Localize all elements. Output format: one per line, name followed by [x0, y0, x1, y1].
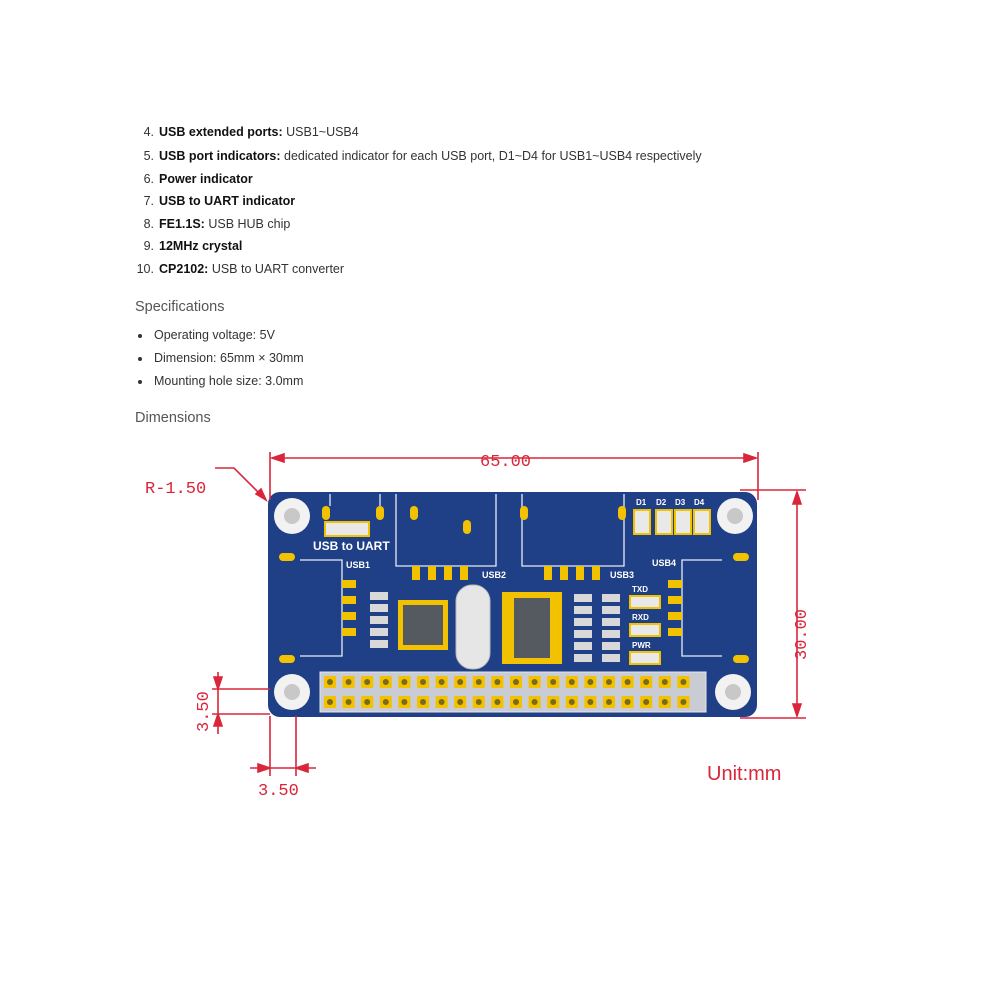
gpio-pin-hole — [345, 699, 352, 705]
gpio-pin-hole — [364, 679, 371, 685]
d4-label: D4 — [694, 498, 705, 507]
gpio-pin-hole — [680, 699, 687, 705]
feature-number: 8. — [143, 217, 154, 231]
feature-label: USB to UART indicator — [159, 194, 296, 208]
gpio-pin-hole — [661, 679, 668, 685]
gpio-pin-hole — [550, 679, 557, 685]
gpio-pin-hole — [401, 679, 408, 685]
gpio-pin-hole — [513, 679, 519, 685]
gpio-pin-hole — [550, 699, 557, 705]
usb-uart-label: USB to UART — [313, 539, 390, 553]
rxd-label: RXD — [632, 613, 649, 622]
gpio-pin-hole — [568, 679, 575, 685]
usb3-label: USB3 — [610, 570, 634, 580]
gpio-pin-hole — [420, 679, 426, 685]
feature-number: 7. — [143, 194, 154, 208]
usb1-label: USB1 — [346, 560, 370, 570]
gpio-pin-hole — [382, 699, 389, 705]
gpio-pin-hole — [475, 679, 482, 685]
feature-desc: USB to UART converter — [208, 262, 345, 276]
bullet-icon — [138, 334, 142, 338]
usb-pads — [342, 566, 682, 636]
pcb-board: USB to UART USB1 USB2 USB3 USB4 D1 D2 D3… — [268, 492, 757, 717]
feature-number: 10. — [136, 262, 154, 276]
crystal — [455, 584, 491, 670]
feature-label: USB port indicators: — [159, 149, 281, 163]
dimension-lines — [212, 452, 806, 776]
gpio-pin-hole — [661, 699, 668, 705]
gpio-pin-hole — [643, 699, 650, 705]
spec-text: Mounting hole size: 3.0mm — [154, 374, 304, 388]
bullet-icon — [138, 357, 142, 361]
height-dimension-label: 30.00 — [793, 609, 812, 660]
gpio-pin-hole — [587, 699, 594, 705]
txd-label: TXD — [632, 585, 648, 594]
gpio-pin-hole — [680, 679, 687, 685]
gpio-pin-hole — [643, 679, 650, 685]
gpio-pin-hole — [438, 679, 445, 685]
gpio-pin-hole — [531, 699, 538, 705]
gpio-pin-hole — [587, 679, 594, 685]
oval-pads — [279, 506, 749, 663]
gpio-pin-hole — [494, 679, 501, 685]
radius-dimension-label: R-1.50 — [145, 480, 206, 499]
gpio-pins — [324, 676, 690, 708]
feature-desc: USB1~USB4 — [282, 125, 359, 139]
resistor-arrays — [370, 592, 620, 662]
feature-label: Power indicator — [159, 172, 253, 186]
hub-chip — [514, 598, 550, 658]
gpio-pin-hole — [327, 699, 333, 705]
indicator-leds — [629, 509, 711, 665]
gpio-pin-hole — [606, 679, 612, 685]
unit-label: Unit:mm — [707, 763, 781, 785]
feature-label: 12MHz crystal — [159, 239, 243, 253]
gpio-pin-hole — [494, 699, 501, 705]
dimensions-heading: Dimensions — [135, 410, 211, 426]
feature-number: 5. — [143, 149, 154, 163]
gpio-pin-hole — [401, 699, 408, 705]
d3-label: D3 — [675, 498, 686, 507]
spec-text: Dimension: 65mm × 30mm — [154, 351, 304, 365]
specifications-heading: Specifications — [135, 299, 225, 315]
gpio-pin-hole — [345, 679, 352, 685]
feature-desc: USB HUB chip — [204, 217, 291, 231]
gpio-pin-hole — [624, 699, 631, 705]
cp2102-chip — [403, 605, 443, 645]
gpio-pin-hole — [457, 679, 464, 685]
y-offset-dimension-label: 3.50 — [195, 691, 214, 732]
d2-label: D2 — [656, 498, 667, 507]
uart-led — [324, 521, 370, 537]
gpio-pin-hole — [327, 679, 333, 685]
gpio-pin-hole — [420, 699, 426, 705]
x-offset-dimension-label: 3.50 — [258, 782, 299, 801]
gpio-pin-hole — [438, 699, 445, 705]
gpio-pin-hole — [382, 679, 389, 685]
feature-label: FE1.1S: — [159, 217, 205, 231]
gpio-pin-hole — [531, 679, 538, 685]
feature-label: USB extended ports: — [159, 125, 283, 139]
spec-text: Operating voltage: 5V — [154, 328, 275, 342]
feature-number: 6. — [143, 172, 154, 186]
gpio-pin-hole — [624, 679, 631, 685]
gpio-pin-hole — [364, 699, 371, 705]
gpio-pin-hole — [457, 699, 464, 705]
gpio-pin-hole — [475, 699, 482, 705]
gpio-pin-hole — [513, 699, 519, 705]
feature-label: CP2102: — [159, 262, 209, 276]
usb4-label: USB4 — [652, 558, 676, 568]
d1-label: D1 — [636, 498, 647, 507]
usb2-label: USB2 — [482, 570, 506, 580]
width-dimension-label: 65.00 — [480, 453, 531, 472]
gpio-pin-hole — [606, 699, 612, 705]
pwr-label: PWR — [632, 641, 651, 650]
feature-desc: dedicated indicator for each USB port, D… — [280, 149, 702, 163]
feature-number: 9. — [143, 239, 154, 253]
feature-number: 4. — [143, 125, 154, 139]
mounting-holes — [274, 498, 753, 710]
gpio-pin-hole — [568, 699, 575, 705]
bullet-icon — [138, 380, 142, 384]
